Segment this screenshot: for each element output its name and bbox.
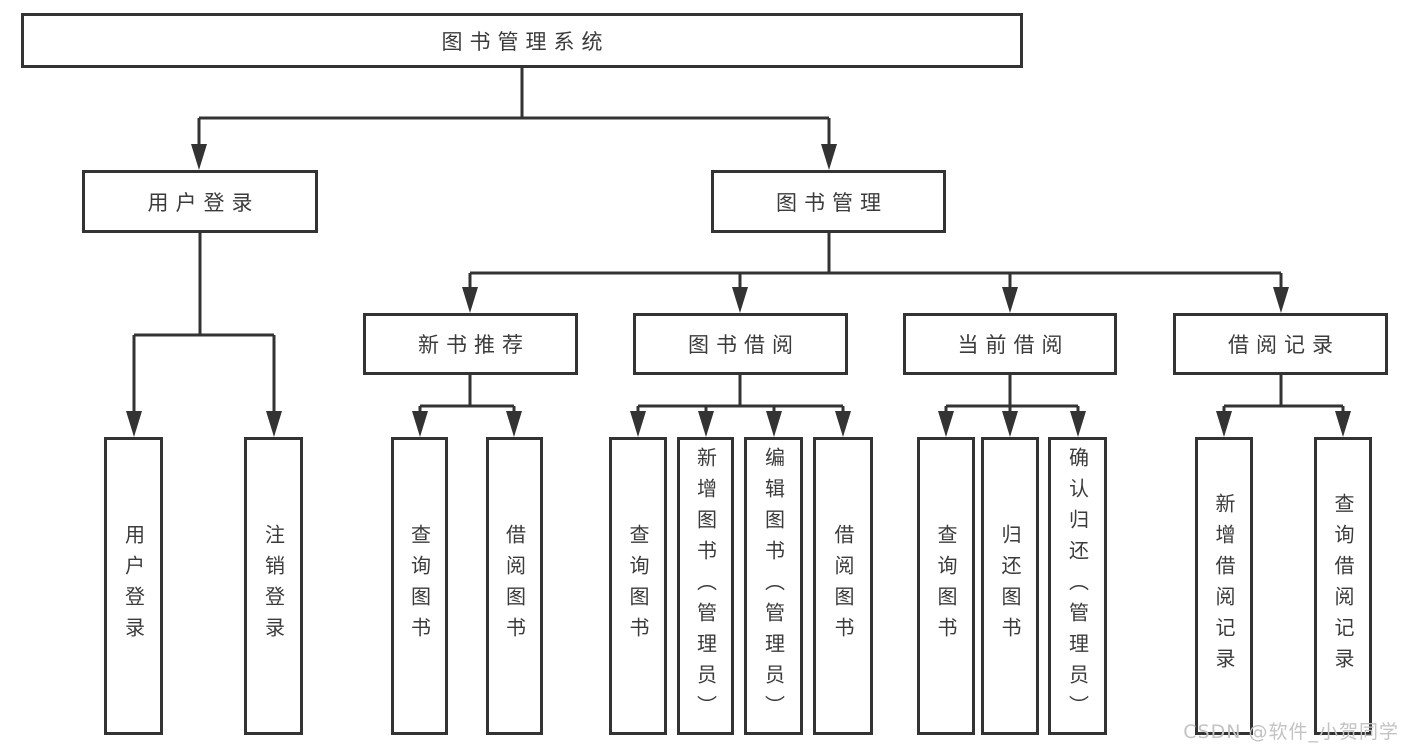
node-current-borrow: 当前借阅 xyxy=(903,313,1117,375)
node-borrow-add-book-admin: 新增图书（管理员） xyxy=(677,437,734,735)
node-borrow-query-book: 查询图书 xyxy=(609,437,667,735)
node-login-user: 用户登录 xyxy=(104,437,163,735)
node-user-login: 用户登录 xyxy=(82,170,318,233)
node-book-borrow: 图书借阅 xyxy=(633,313,848,375)
node-records-query-record: 查询借阅记录 xyxy=(1314,437,1372,735)
node-root-label: 图书管理系统 xyxy=(441,29,610,54)
node-recommend-query-book: 查询图书 xyxy=(391,437,448,735)
node-recommend-query-book-label: 查询图书 xyxy=(407,524,432,648)
node-borrow-edit-book-admin-label: 编辑图书（管理员） xyxy=(761,446,786,726)
node-new-book-recommend-label: 新书推荐 xyxy=(418,333,530,357)
node-current-query-book: 查询图书 xyxy=(917,437,975,735)
node-root: 图书管理系统 xyxy=(21,13,1023,68)
node-borrow-borrow-book: 借阅图书 xyxy=(813,437,873,735)
node-borrow-borrow-book-label: 借阅图书 xyxy=(831,524,855,648)
node-book-borrow-label: 图书借阅 xyxy=(688,333,800,357)
node-current-query-book-label: 查询图书 xyxy=(934,524,958,648)
node-current-return-book: 归还图书 xyxy=(981,437,1039,735)
node-login-user-label: 用户登录 xyxy=(121,524,146,648)
node-borrow-edit-book-admin: 编辑图书（管理员） xyxy=(744,437,803,735)
node-login-logout-label: 注销登录 xyxy=(261,524,286,648)
node-current-confirm-return-admin-label: 确认归还（管理员） xyxy=(1065,446,1090,726)
node-current-confirm-return-admin: 确认归还（管理员） xyxy=(1048,437,1107,735)
csdn-watermark: CSDN @软件_小贺同学 xyxy=(1183,721,1399,743)
node-borrow-query-book-label: 查询图书 xyxy=(626,524,650,648)
node-new-book-recommend: 新书推荐 xyxy=(363,313,578,375)
node-current-borrow-label: 当前借阅 xyxy=(957,333,1070,357)
node-records-query-record-label: 查询借阅记录 xyxy=(1331,493,1355,679)
node-recommend-borrow-book: 借阅图书 xyxy=(486,437,543,735)
node-recommend-borrow-book-label: 借阅图书 xyxy=(502,524,527,648)
node-current-return-book-label: 归还图书 xyxy=(998,524,1022,648)
node-book-management: 图书管理 xyxy=(711,170,946,233)
node-records-add-record-label: 新增借阅记录 xyxy=(1212,493,1236,679)
node-records-add-record: 新增借阅记录 xyxy=(1195,437,1253,735)
node-user-login-label: 用户登录 xyxy=(147,190,260,215)
node-borrow-add-book-admin-label: 新增图书（管理员） xyxy=(693,446,718,726)
node-borrow-records-label: 借阅记录 xyxy=(1228,333,1340,357)
node-book-management-label: 图书管理 xyxy=(776,190,888,215)
node-borrow-records: 借阅记录 xyxy=(1173,313,1388,375)
node-login-logout: 注销登录 xyxy=(244,437,303,735)
arrowheads xyxy=(126,144,1351,437)
